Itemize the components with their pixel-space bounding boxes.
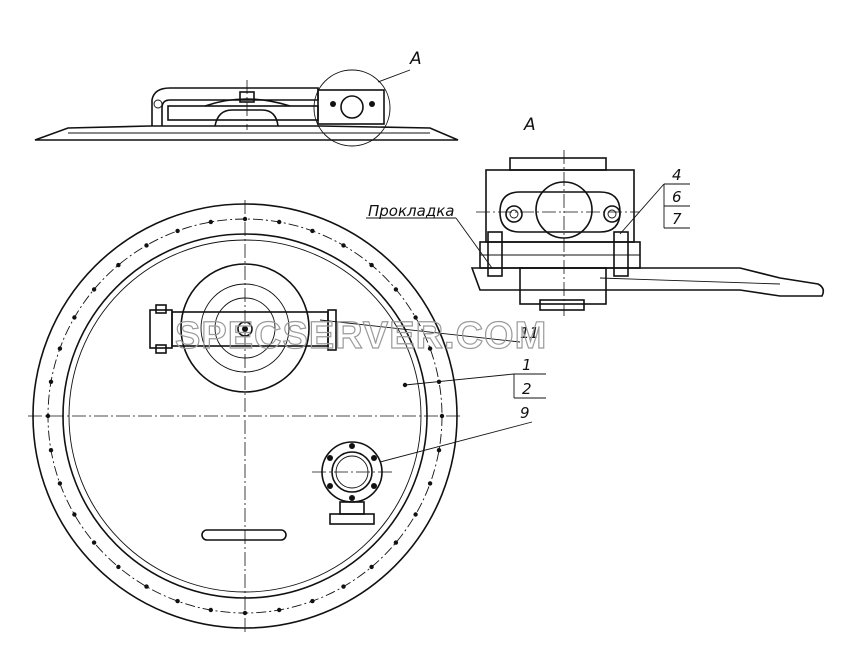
bolt-hole — [57, 346, 63, 351]
bolt-hole — [427, 481, 433, 486]
pos-2-label: 2 — [522, 380, 532, 398]
bolt-hole — [436, 448, 442, 453]
bolt-hole — [277, 219, 282, 225]
detail-a: A Прокладка 4 6 7 — [366, 115, 825, 316]
bolt-hole — [427, 346, 433, 351]
bolt-hole — [45, 413, 51, 419]
bolt-hole — [393, 287, 399, 292]
bolt-hole — [341, 584, 346, 589]
pos-4-label: 4 — [672, 166, 682, 184]
bolt-hole — [72, 512, 77, 517]
bolt-hole — [208, 607, 213, 613]
pos-9-label: 9 — [520, 404, 530, 422]
side-view: A — [34, 49, 459, 147]
pos-1-label: 1 — [522, 356, 532, 374]
bolt-hole — [208, 219, 213, 225]
bolt-hole — [393, 540, 399, 545]
bolt-hole — [144, 584, 149, 589]
bolt-hole — [341, 243, 346, 248]
pos-6-label: 6 — [672, 188, 682, 206]
bolt-hole — [310, 228, 315, 234]
bolt-hole — [116, 262, 121, 268]
bolt-hole — [310, 598, 315, 604]
bolt-hole — [413, 315, 418, 320]
pos-7-label: 7 — [672, 210, 682, 228]
bolt-hole — [72, 315, 77, 320]
watermark: SPECSERVER.COM — [175, 315, 547, 357]
bolt-hole — [116, 564, 121, 570]
bolt-hole — [144, 243, 149, 248]
plan-view: 11 1 2 9 — [28, 200, 546, 632]
view-letter-detail: A — [523, 115, 536, 135]
bolt-hole — [413, 512, 418, 517]
pos-11-label: 11 — [520, 324, 539, 342]
bolt-hole — [57, 481, 63, 486]
bolt-hole — [91, 287, 97, 292]
view-letter-top: A — [409, 49, 422, 69]
bolt-hole — [48, 448, 54, 453]
bolt-hole — [48, 379, 54, 384]
bolt-hole — [277, 607, 282, 613]
bolt-hole — [91, 540, 97, 545]
bolt-hole — [369, 564, 374, 570]
bolt-hole — [175, 598, 180, 604]
bolt-hole — [369, 262, 374, 268]
bolt-hole — [175, 228, 180, 234]
bolt-holes — [45, 216, 445, 616]
gasket-label: Прокладка — [368, 202, 454, 220]
